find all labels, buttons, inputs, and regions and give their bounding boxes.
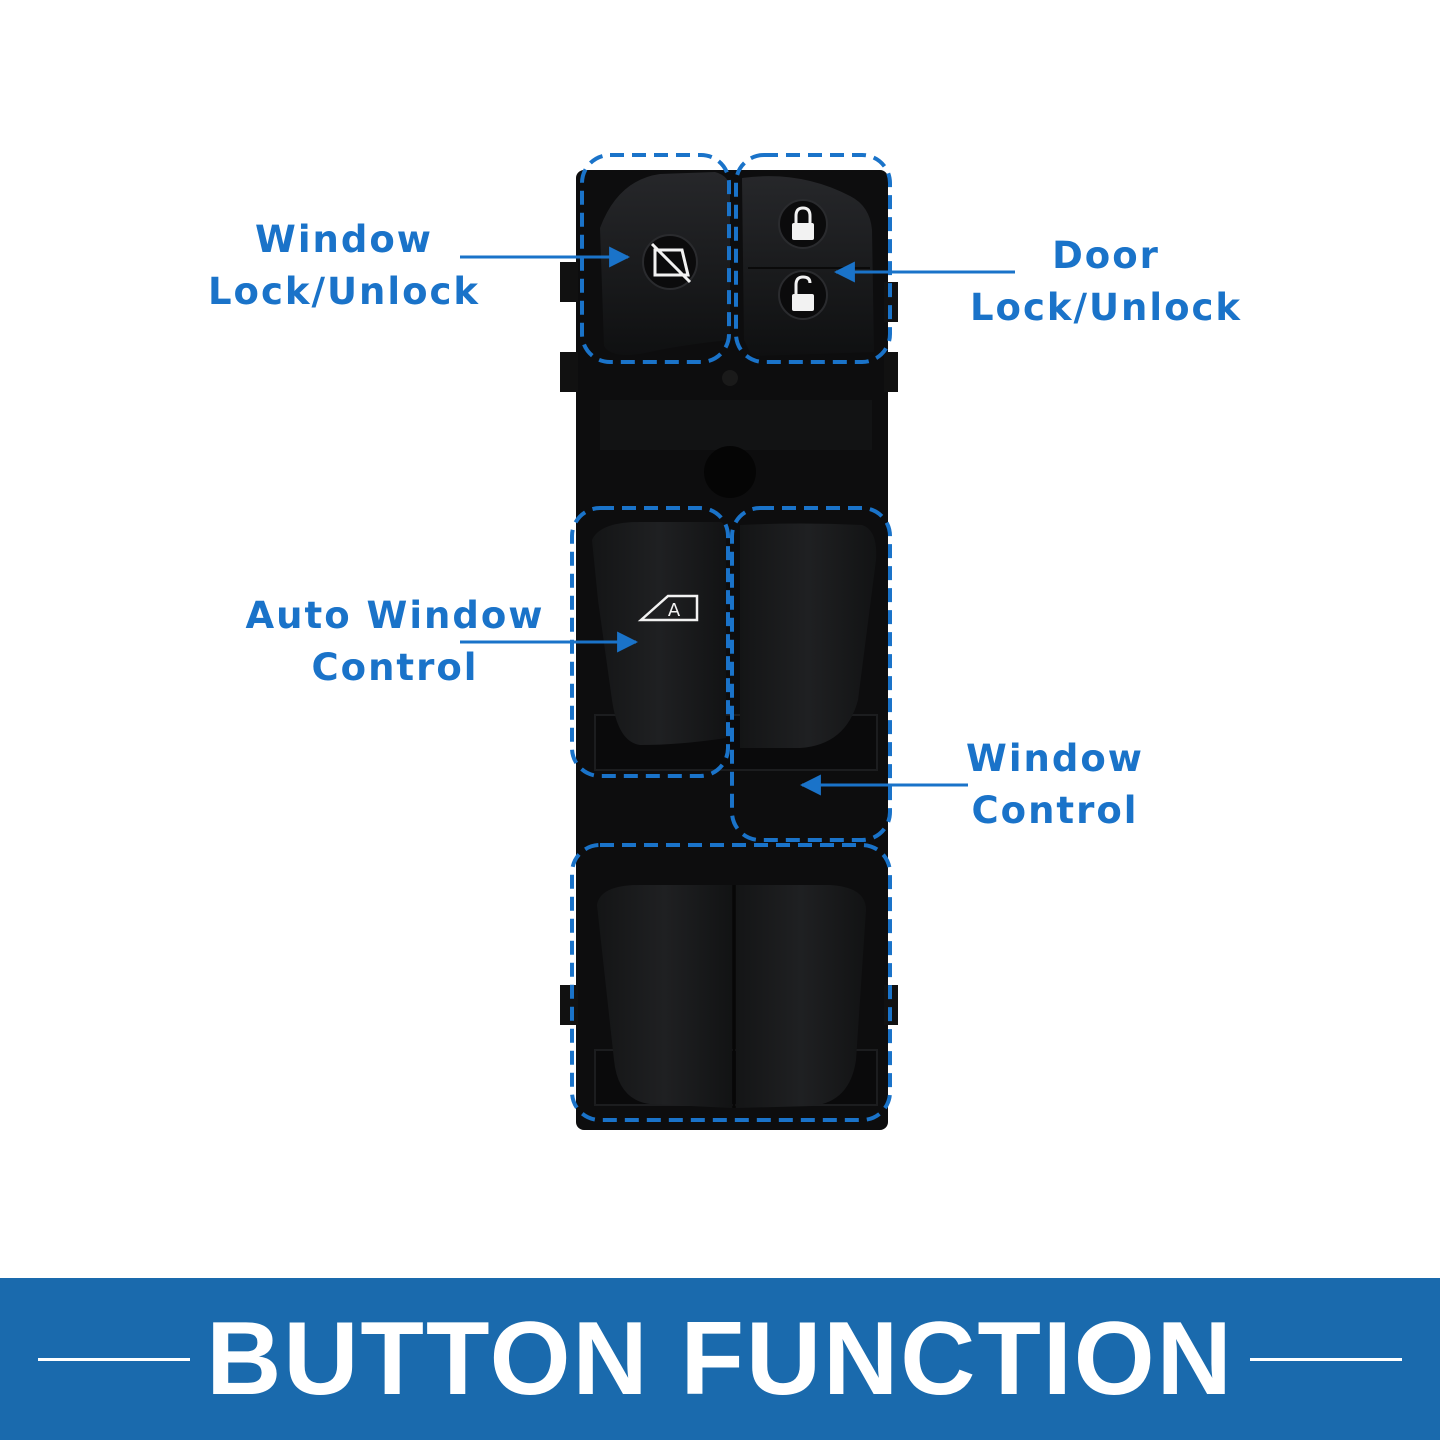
highlight-window-control	[730, 506, 892, 842]
label-window-control-line2: Control	[971, 789, 1139, 832]
padlock-open-icon	[778, 270, 828, 320]
label-auto-window: Auto Window Control	[240, 590, 550, 694]
banner-line-left	[38, 1357, 191, 1361]
banner-title: BUTTON FUNCTION	[206, 1300, 1234, 1417]
title-banner: BUTTON FUNCTION	[0, 1278, 1440, 1440]
label-door-lock: Door Lock/Unlock	[966, 230, 1246, 334]
auto-window-icon: A	[637, 594, 699, 622]
label-window-lock: Window Lock/Unlock	[204, 214, 484, 318]
callout-arrows	[460, 246, 1015, 796]
auto-window-button[interactable]: A	[592, 522, 726, 745]
label-window-lock-line2: Lock/Unlock	[207, 270, 481, 313]
label-window-control-line1: Window	[966, 737, 1144, 780]
label-window-control: Window Control	[935, 733, 1175, 837]
label-door-lock-line1: Door	[1052, 234, 1160, 277]
rear-window-buttons[interactable]	[597, 885, 866, 1108]
label-auto-window-line2: Control	[311, 646, 479, 689]
door-lock-button[interactable]	[742, 176, 874, 356]
auto-window-letter: A	[668, 600, 681, 621]
banner-line-right	[1249, 1357, 1402, 1361]
highlight-door-lock	[734, 153, 892, 364]
label-door-lock-line2: Lock/Unlock	[969, 286, 1243, 329]
window-control-button[interactable]	[740, 523, 877, 749]
label-window-lock-line1: Window	[255, 218, 433, 261]
switch-diagram: A	[460, 153, 1015, 1130]
padlock-closed-icon	[778, 199, 828, 249]
window-lock-button[interactable]	[600, 172, 730, 355]
window-lock-icon	[642, 234, 698, 290]
label-auto-window-line1: Auto Window	[245, 594, 545, 637]
